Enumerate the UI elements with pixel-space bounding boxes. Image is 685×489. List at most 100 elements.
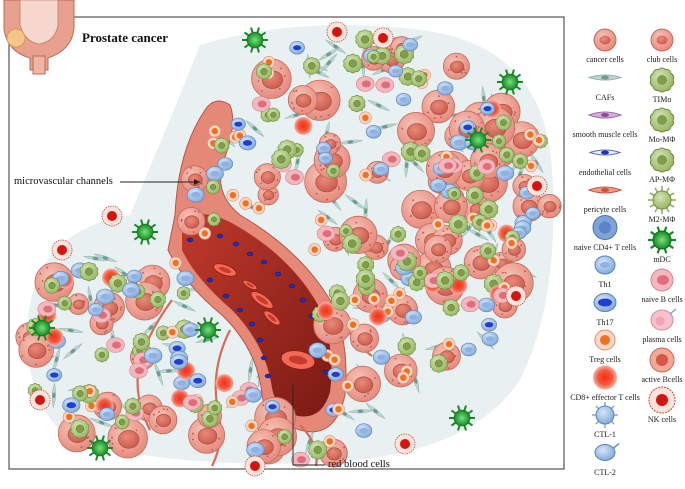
- caf-cell: [51, 382, 56, 409]
- red-blood-cell: [263, 310, 281, 326]
- t-cell: [372, 349, 391, 365]
- endothelial-cell: [274, 271, 282, 277]
- macrophage-cell: [271, 149, 292, 170]
- macrophage-cell: [447, 186, 461, 201]
- cd8-effector-cell: [316, 301, 335, 320]
- macrophage-cell: [435, 270, 455, 290]
- b-cell: [355, 76, 375, 92]
- cd8-effector-cell: [294, 116, 313, 135]
- endothelial-cell: [206, 277, 214, 283]
- macrophage-cell: [348, 94, 366, 113]
- nk-cell: [326, 21, 348, 43]
- t-cell: [327, 367, 344, 382]
- endothelial-cell: [260, 259, 268, 265]
- t-cell: [437, 81, 454, 96]
- cd8-effector-cell: [215, 374, 234, 393]
- caf-cell: [347, 409, 374, 414]
- b-cell: [476, 158, 496, 175]
- macrophage-cell: [266, 107, 281, 122]
- b-cell: [291, 451, 310, 468]
- cd8-effector-cell: [449, 276, 468, 295]
- caf-cell: [93, 253, 118, 263]
- treg-cell: [328, 353, 341, 367]
- legend-label-pericyte: pericyte cells: [583, 205, 627, 214]
- treg-cell: [480, 219, 494, 232]
- treg-cell: [348, 293, 362, 307]
- treg-cell: [166, 325, 179, 339]
- cd8-effector-cell: [45, 327, 64, 346]
- treg-cell: [226, 395, 239, 409]
- b-cell: [390, 245, 409, 261]
- macrophage-cell: [308, 440, 328, 460]
- macrophage-cell: [176, 286, 191, 301]
- ctl1-icon: [592, 402, 618, 428]
- t-cell: [481, 331, 499, 347]
- legend-label-m2-macrophage: M2-MΦ: [648, 215, 676, 224]
- t-cell: [449, 134, 469, 151]
- macrophage-cell: [213, 137, 230, 154]
- legend-label-cd8: CD8+ effector T cells: [570, 392, 640, 402]
- mo-macrophage-icon: [649, 107, 675, 133]
- endothelial-cell: [246, 251, 254, 257]
- t-cell: [244, 387, 262, 403]
- caf-cell: [154, 361, 164, 386]
- legend-label-th1: Th1: [598, 280, 612, 289]
- treg-cell: [367, 292, 381, 306]
- macrophage-cell: [57, 295, 72, 311]
- caf-cell: [317, 47, 340, 61]
- b-cell: [182, 394, 202, 411]
- t-cell: [395, 92, 412, 107]
- treg-cell: [393, 287, 406, 301]
- t-cell: [355, 423, 373, 438]
- macrophage-cell: [94, 347, 110, 363]
- macrophage-cell: [465, 186, 484, 205]
- b-cell: [316, 225, 336, 242]
- t-cell: [176, 270, 195, 286]
- nk-cell: [51, 239, 73, 261]
- b-cell: [285, 169, 304, 185]
- t-cell: [238, 135, 257, 151]
- legend-label-cancer-cell: cancer cells: [586, 55, 624, 64]
- macrophage-cell: [155, 325, 171, 341]
- macrophage-cell: [355, 268, 376, 289]
- t-cell: [126, 269, 143, 283]
- nk-cell: [101, 205, 123, 227]
- legend-icons: [587, 28, 677, 461]
- endothelial-cell: [256, 337, 264, 343]
- pericyte-icon: [587, 186, 623, 194]
- legend-label-plasma-cell: plasma cells: [642, 335, 682, 344]
- macrophage-cell: [448, 214, 469, 235]
- t-cell: [479, 102, 496, 116]
- cancer-cell: [442, 52, 470, 80]
- treg-cell: [332, 402, 345, 416]
- m2-macrophage-icon: [648, 186, 676, 214]
- b-cell: [106, 337, 125, 353]
- cancer-cell: [176, 207, 206, 236]
- mdc-cell: [87, 435, 113, 461]
- macrophage-cell: [207, 400, 223, 416]
- t-cell: [365, 125, 382, 139]
- cancer-cell: [67, 293, 90, 315]
- ap-macrophage-icon: [649, 147, 675, 173]
- diagram-title: Prostate cancer: [82, 30, 169, 45]
- endothelial-cell: [260, 355, 268, 361]
- t-cell: [206, 166, 224, 182]
- mdc-cell: [497, 69, 523, 95]
- endothelial-cell: [264, 373, 272, 379]
- macrophage-cell: [149, 291, 166, 308]
- cancer-cell: [148, 405, 178, 435]
- macrophage-cell: [479, 242, 497, 260]
- rbc-callout-line: [292, 385, 325, 466]
- diagram-frame: [8, 16, 565, 470]
- t-cell: [318, 151, 333, 165]
- mdc-cell: [465, 127, 491, 153]
- cancer-cell: [397, 112, 435, 150]
- caf-cell: [344, 194, 366, 210]
- macrophage-cell: [390, 225, 407, 243]
- legend-label-caf: CAFs: [595, 92, 615, 102]
- endothelial-cell: [248, 321, 256, 327]
- macrophage-cell: [343, 53, 363, 74]
- caf-cell: [325, 39, 347, 55]
- macrophage-cell: [342, 233, 362, 254]
